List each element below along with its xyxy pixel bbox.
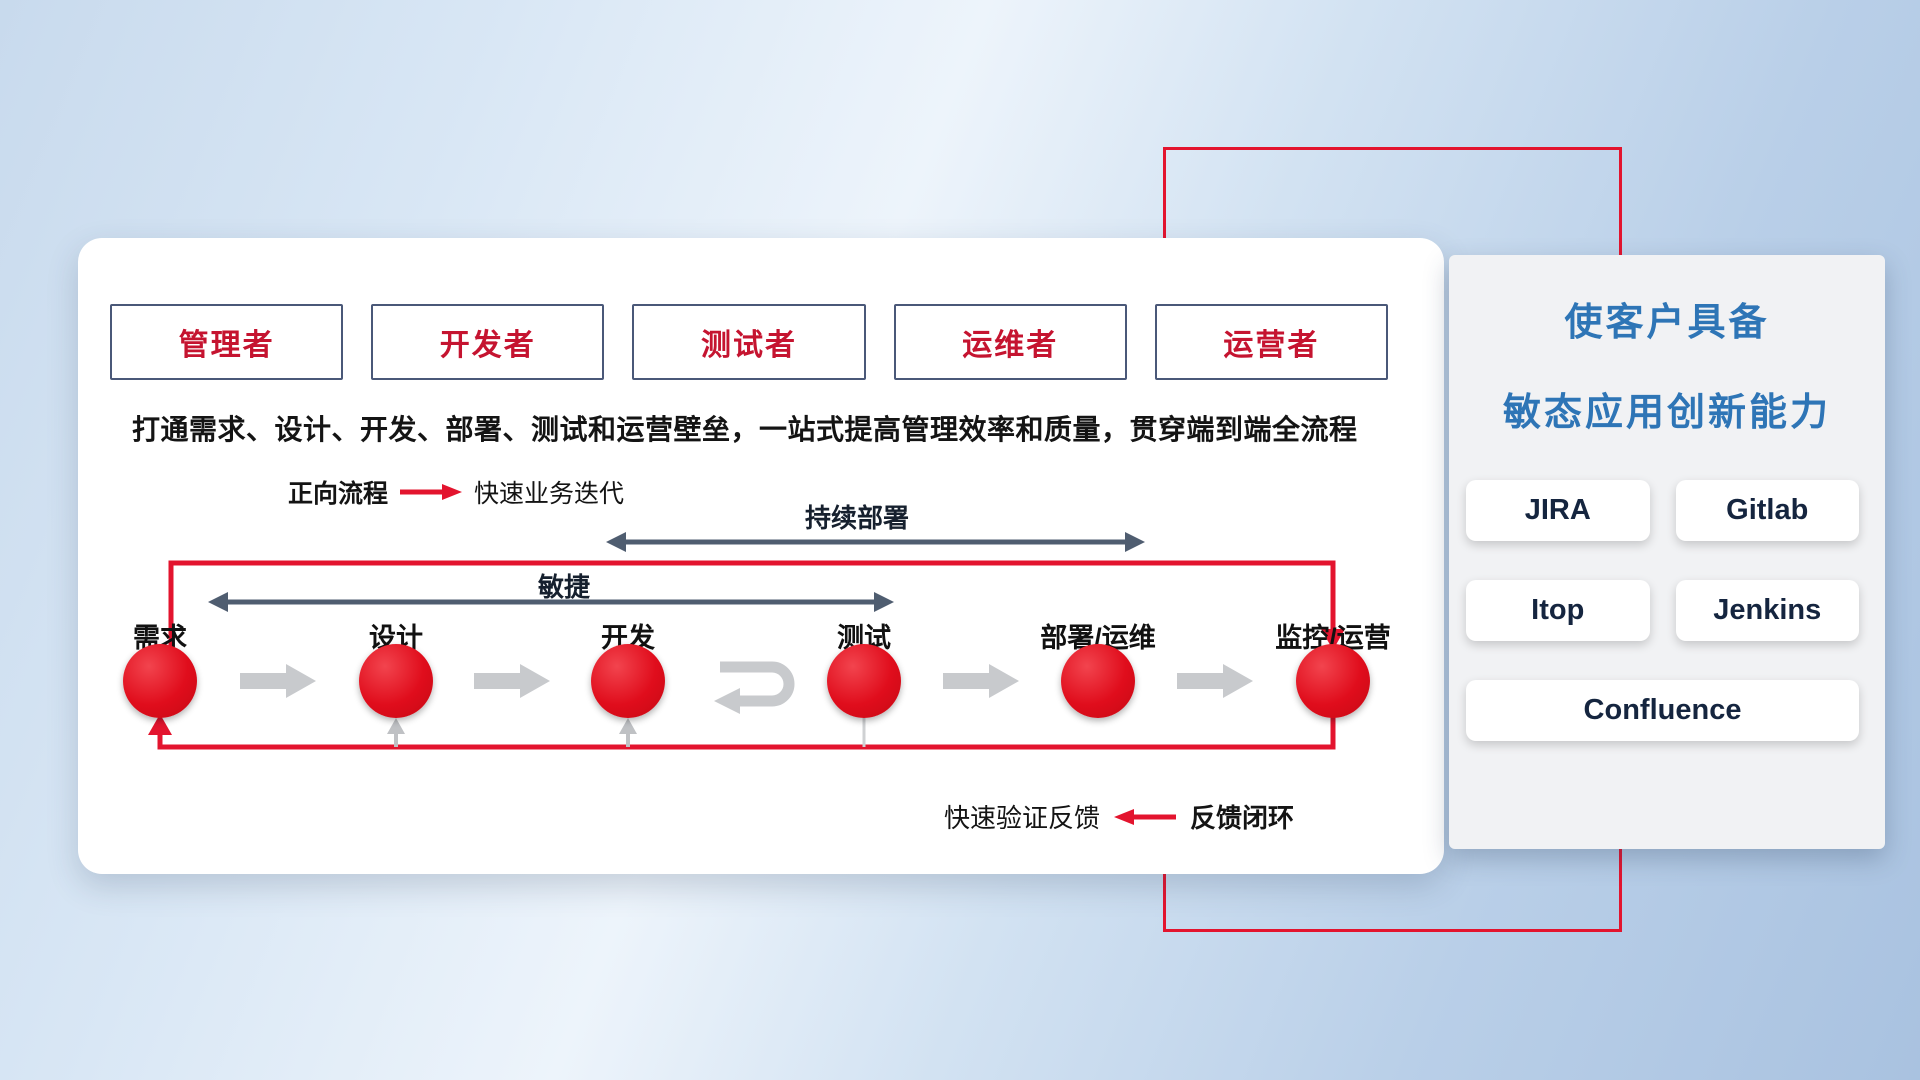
role-label: 测试者 <box>701 329 797 362</box>
capability-panel: 使客户具备 敏态应用创新能力 JIRA Gitlab Itop Jenkins … <box>1449 255 1885 849</box>
role-box-operator: 运营者 <box>1154 304 1389 380</box>
flow-node-circle <box>591 644 665 718</box>
deploy-span-arrow <box>606 532 1145 552</box>
panel-title-line1: 使客户具备 <box>1564 302 1770 344</box>
flow-diagram <box>148 532 1345 750</box>
tool-button-gitlab: Gitlab <box>1675 480 1859 541</box>
tool-button-jira: JIRA <box>1466 480 1650 541</box>
tool-button-confluence: Confluence <box>1466 680 1859 741</box>
role-label: 运营者 <box>1223 329 1320 362</box>
flow-node-circle <box>1296 644 1370 718</box>
agile-span-arrow <box>208 592 894 612</box>
role-box-ops: 运维者 <box>893 304 1127 380</box>
role-label: 运维者 <box>962 329 1059 362</box>
tool-grid: JIRA Gitlab Itop Jenkins Confluence <box>1466 480 1859 741</box>
role-box-manager: 管理者 <box>110 304 344 380</box>
panel-title-line2: 敏态应用创新能力 <box>1502 391 1831 434</box>
role-box-tester: 测试者 <box>632 304 866 380</box>
agile-span-label: 敏捷 <box>537 572 590 602</box>
card-subtitle: 打通需求、设计、开发、部署、测试和运营壁垒，一站式提高管理效率和质量，贯穿端到端… <box>132 414 1358 445</box>
forward-flow-label: 正向流程 <box>288 480 389 508</box>
tool-button-jenkins: Jenkins <box>1675 580 1859 641</box>
flow-node-circle <box>827 644 901 718</box>
feedback-label: 反馈闭环 <box>1190 803 1295 833</box>
role-box-row: 管理者 开发者 测试者 运维者 运营者 <box>110 304 1389 380</box>
deploy-span-label: 持续部署 <box>804 503 909 533</box>
devops-flow-card: 管理者 开发者 测试者 运维者 运营者 打通需求、设计、开发、部署、测试和运营壁… <box>78 238 1444 874</box>
flow-node-circle <box>1061 644 1135 718</box>
role-label: 开发者 <box>439 329 536 362</box>
feedback-legend: 快速验证反馈 反馈闭环 <box>944 798 1294 835</box>
flow-node-circle <box>123 644 197 718</box>
tool-button-itop: Itop <box>1466 580 1650 641</box>
role-label: 管理者 <box>178 329 275 362</box>
forward-flow-legend: 正向流程 快速业务迭代 <box>288 474 624 510</box>
role-box-developer: 开发者 <box>371 304 605 380</box>
feedback-up-arrow <box>387 718 866 747</box>
iteration-loop-icon <box>714 661 795 714</box>
forward-flow-value: 快速业务迭代 <box>474 480 625 508</box>
stage-arrow <box>240 664 1253 698</box>
feedback-arrow-icon <box>1114 808 1177 825</box>
flow-node-circle <box>359 644 433 718</box>
feedback-value: 快速验证反馈 <box>944 803 1101 833</box>
forward-arrow-icon <box>400 484 463 500</box>
feedback-loop-line <box>148 708 1336 750</box>
forward-loop-line <box>168 560 1345 681</box>
